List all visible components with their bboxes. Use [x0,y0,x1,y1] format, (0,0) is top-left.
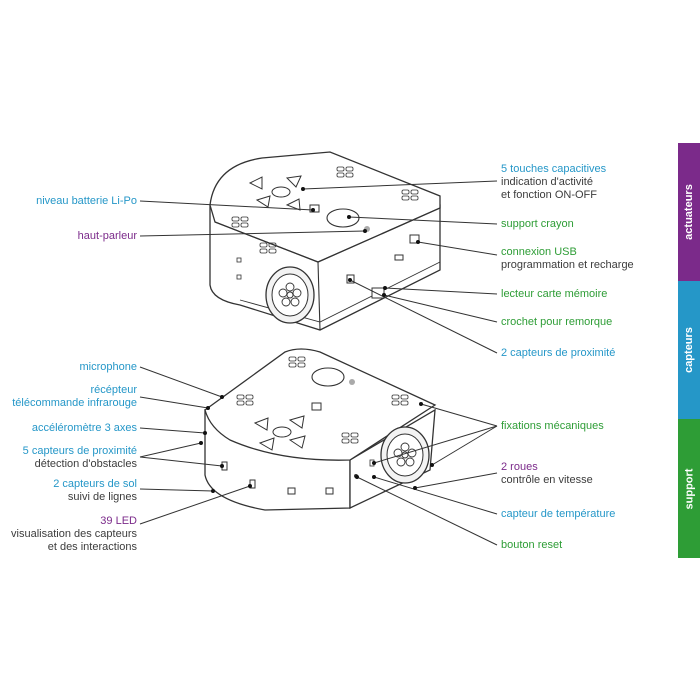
label-text: 39 LED [100,515,137,527]
label-prox-avant: 5 capteurs de proximité détection d'obst… [23,445,137,471]
label-accelerometre: accéléromètre 3 axes [32,422,137,435]
tab-actuateurs: actuateurs [678,143,700,281]
label-text: suivi de lignes [67,491,137,503]
label-text: télécommande infrarouge [12,397,137,409]
label-text: haut-parleur [77,230,137,242]
label-haut-parleur: haut-parleur [78,230,137,243]
label-microphone: microphone [80,361,137,374]
label-recepteur: récépteur télécommande infrarouge [12,384,137,410]
label-text: lecteur carte mémoire [501,288,608,300]
label-text: microphone [79,361,137,373]
label-text: détection d'obstacles [34,458,137,470]
tab-actuateurs-label: actuateurs [683,184,696,240]
label-fixations: fixations mécaniques [501,420,604,433]
label-touches: 5 touches capacitives indication d'activ… [501,163,606,202]
tab-capteurs: capteurs [678,281,700,419]
label-text: crochet pour remorque [501,316,613,328]
label-carte-memoire: lecteur carte mémoire [501,288,607,301]
label-niveau-batterie: niveau batterie Li-Po [36,195,137,208]
label-text: programmation et recharge [501,259,634,271]
label-prox-arriere: 2 capteurs de proximité [501,347,615,360]
label-text: 2 capteurs de sol [53,478,137,490]
label-text: contrôle en vitesse [501,474,593,486]
label-text: indication d'activité [501,176,593,188]
label-led: 39 LED visualisation des capteurs et des… [11,515,137,554]
robot-top [209,151,441,331]
label-text: capteur de température [501,508,616,520]
label-text: niveau batterie Li-Po [36,195,137,207]
label-text: connexion USB [501,246,577,258]
label-text: 2 roues [501,461,538,473]
label-capteurs-sol: 2 capteurs de sol suivi de lignes [53,478,137,504]
label-crochet: crochet pour remorque [501,316,612,329]
leader-endpoints [199,187,434,493]
label-text: et fonction ON-OFF [501,189,597,201]
label-text: et des interactions [47,541,137,553]
label-text: récépteur [90,384,137,396]
label-roues: 2 roues contrôle en vitesse [501,461,593,487]
label-reset: bouton reset [501,539,562,552]
tab-support: support [678,419,700,558]
tab-capteurs-label: capteurs [683,327,696,373]
label-text: 5 touches capacitives [501,163,607,175]
label-text: accéléromètre 3 axes [31,422,137,434]
label-text: bouton reset [501,539,563,551]
leader-lines [139,180,498,546]
label-temperature: capteur de température [501,508,615,521]
tab-support-label: support [683,468,696,509]
label-usb: connexion USB programmation et recharge [501,246,634,272]
label-text: visualisation des capteurs [11,528,137,540]
robot-bottom [204,348,437,511]
label-support-crayon: support crayon [501,218,574,231]
label-text: 5 capteurs de proximité [22,445,137,457]
label-text: 2 capteurs de proximité [501,347,616,359]
label-text: fixations mécaniques [501,420,604,432]
label-text: support crayon [501,218,574,230]
